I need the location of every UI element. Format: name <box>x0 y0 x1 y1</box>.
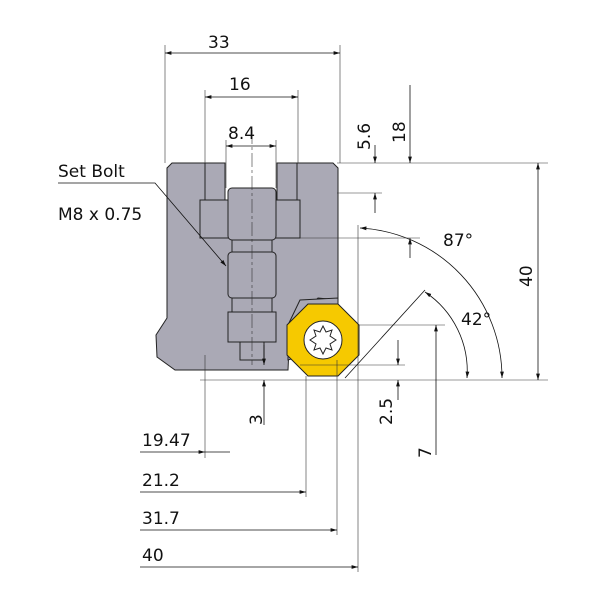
torx-icon <box>309 324 337 356</box>
angle-87: 87° <box>443 231 473 251</box>
dim-dia-19-47: 19.47 <box>142 431 191 451</box>
dim-depth-large: 18 <box>390 121 410 143</box>
dim-dia-40: 40 <box>142 546 164 566</box>
dim-dia-31-7: 31.7 <box>142 509 180 529</box>
dim-offset-2-5: 2.5 <box>377 398 397 425</box>
bolt-spec-label: M8 x 0.75 <box>58 205 142 225</box>
dim-offset-3: 3 <box>247 414 267 425</box>
dim-depth-small: 5.6 <box>355 123 375 150</box>
set-bolt-label: Set Bolt <box>58 162 125 182</box>
insert <box>286 303 360 377</box>
dim-slot-spacing: 16 <box>229 75 251 95</box>
dim-offset-7: 7 <box>416 447 436 458</box>
dimension-lines <box>58 51 540 569</box>
dim-bolt-width: 8.4 <box>228 124 255 144</box>
dim-width-total: 33 <box>208 33 230 53</box>
dim-height: 40 <box>517 265 537 287</box>
angle-42: 42° <box>461 310 491 330</box>
dim-dia-21-2: 21.2 <box>142 471 180 491</box>
